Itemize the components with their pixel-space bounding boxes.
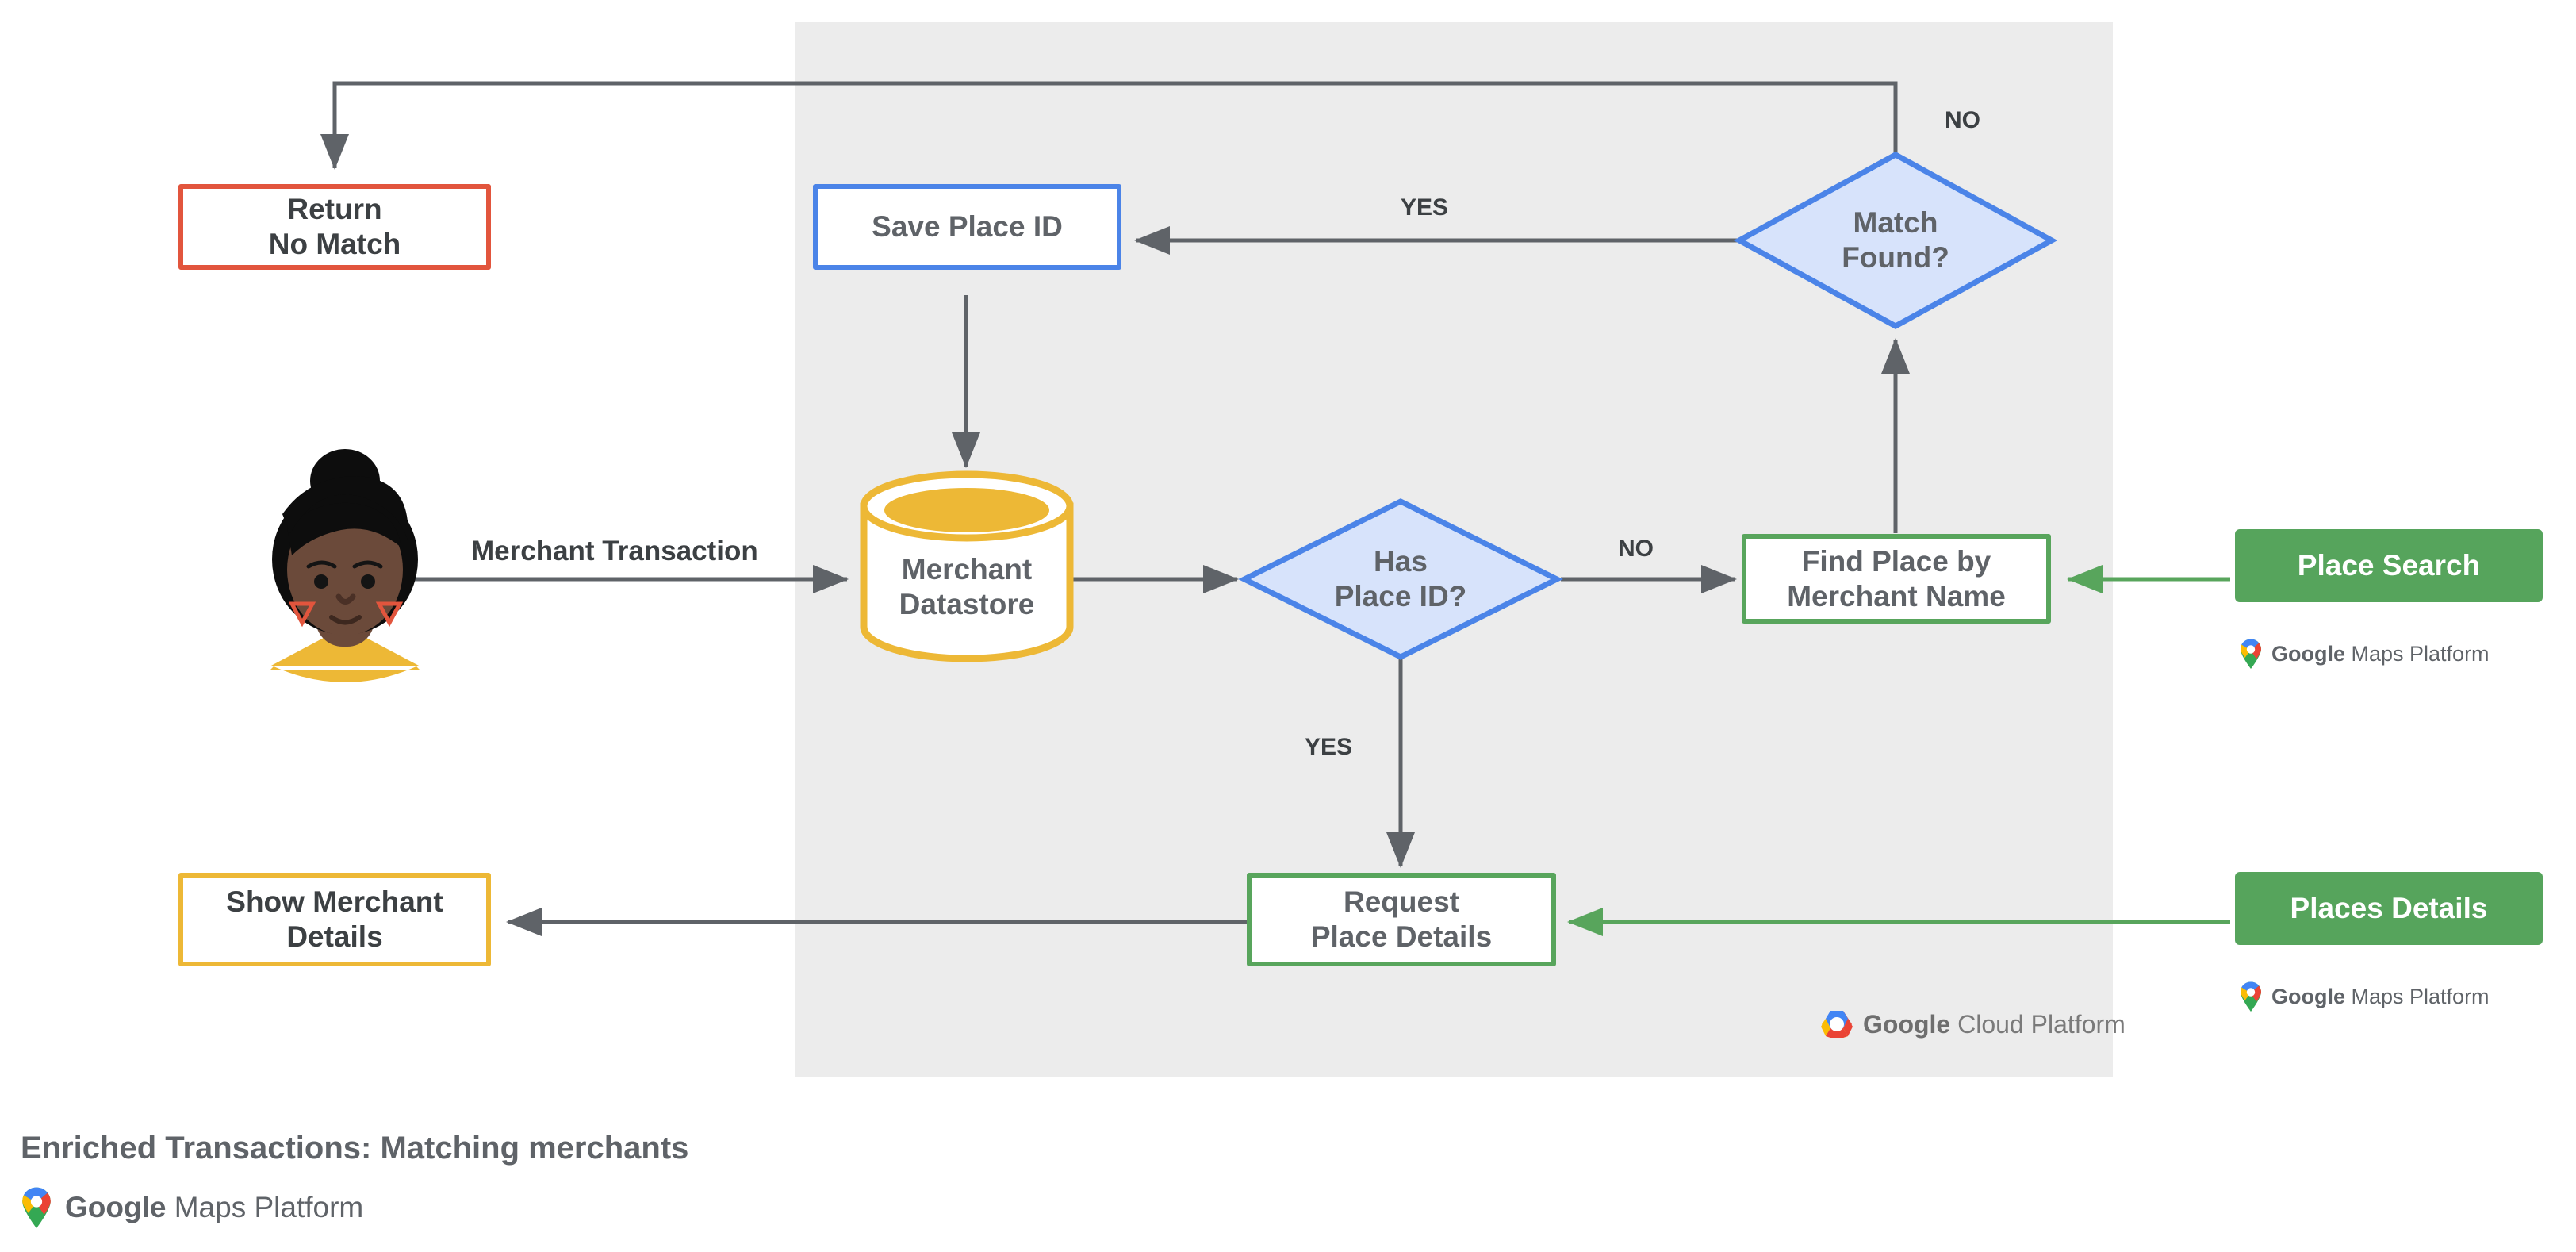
diagram-title: Enriched Transactions: Matching merchant… (21, 1131, 689, 1166)
maps-platform-logo-footer: Google Maps Platform (19, 1187, 363, 1228)
maps-platform-logo-text-2: Google Maps Platform (2271, 984, 2490, 1008)
edge-label-match-found-yes: YES (1401, 194, 1449, 221)
save-place-id-box[interactable]: Save Place ID (813, 184, 1121, 270)
place-search-text: Place Search (2297, 549, 2481, 582)
return-no-match-text: Return No Match (268, 193, 401, 260)
merchant-datastore-label: Merchant Datastore (864, 547, 1070, 627)
places-details-chip[interactable]: Places Details (2235, 872, 2543, 945)
find-place-by-merchant-name-box[interactable]: Find Place by Merchant Name (1742, 534, 2051, 624)
place-search-chip[interactable]: Place Search (2235, 529, 2543, 602)
has-place-id-text: Has Place ID? (1334, 545, 1467, 613)
match-found-label: Match Found? (1769, 201, 2022, 280)
edge-label-merchant-transaction: Merchant Transaction (471, 536, 758, 566)
show-merchant-details-box[interactable]: Show Merchant Details (178, 873, 491, 966)
maps-platform-logo-place-search: Google Maps Platform (2238, 639, 2490, 669)
google-cloud-platform-logo-text: Google Cloud Platform (1863, 1009, 2126, 1039)
google-maps-pin-icon (2241, 639, 2261, 669)
save-place-id-text: Save Place ID (872, 210, 1063, 244)
request-place-details-box[interactable]: Request Place Details (1247, 873, 1556, 966)
show-merchant-details-text: Show Merchant Details (226, 885, 443, 953)
google-cloud-platform-logo: Google Cloud Platform (1820, 1009, 2126, 1039)
google-maps-pin-icon (2241, 981, 2261, 1012)
return-no-match-box[interactable]: Return No Match (178, 184, 491, 270)
google-maps-pin-icon (22, 1187, 51, 1228)
maps-platform-logo-text-1: Google Maps Platform (2271, 641, 2490, 666)
google-cloud-hexagon-icon (1821, 1011, 1853, 1038)
match-found-text: Match Found? (1842, 206, 1949, 274)
places-details-text: Places Details (2290, 892, 2488, 925)
request-place-details-text: Request Place Details (1310, 885, 1493, 953)
maps-platform-logo-places-details: Google Maps Platform (2238, 981, 2490, 1012)
merchant-datastore-text: Merchant Datastore (899, 553, 1035, 620)
customer-avatar (270, 449, 420, 682)
edge-label-match-found-no: NO (1945, 107, 1980, 133)
edge-label-has-place-id-yes: YES (1305, 734, 1353, 760)
edge-label-has-place-id-no: NO (1618, 536, 1654, 562)
has-place-id-label: Has Place ID? (1274, 540, 1528, 619)
maps-platform-logo-text-footer: Google Maps Platform (65, 1191, 364, 1223)
find-place-by-merchant-name-text: Find Place by Merchant Name (1787, 544, 2006, 613)
